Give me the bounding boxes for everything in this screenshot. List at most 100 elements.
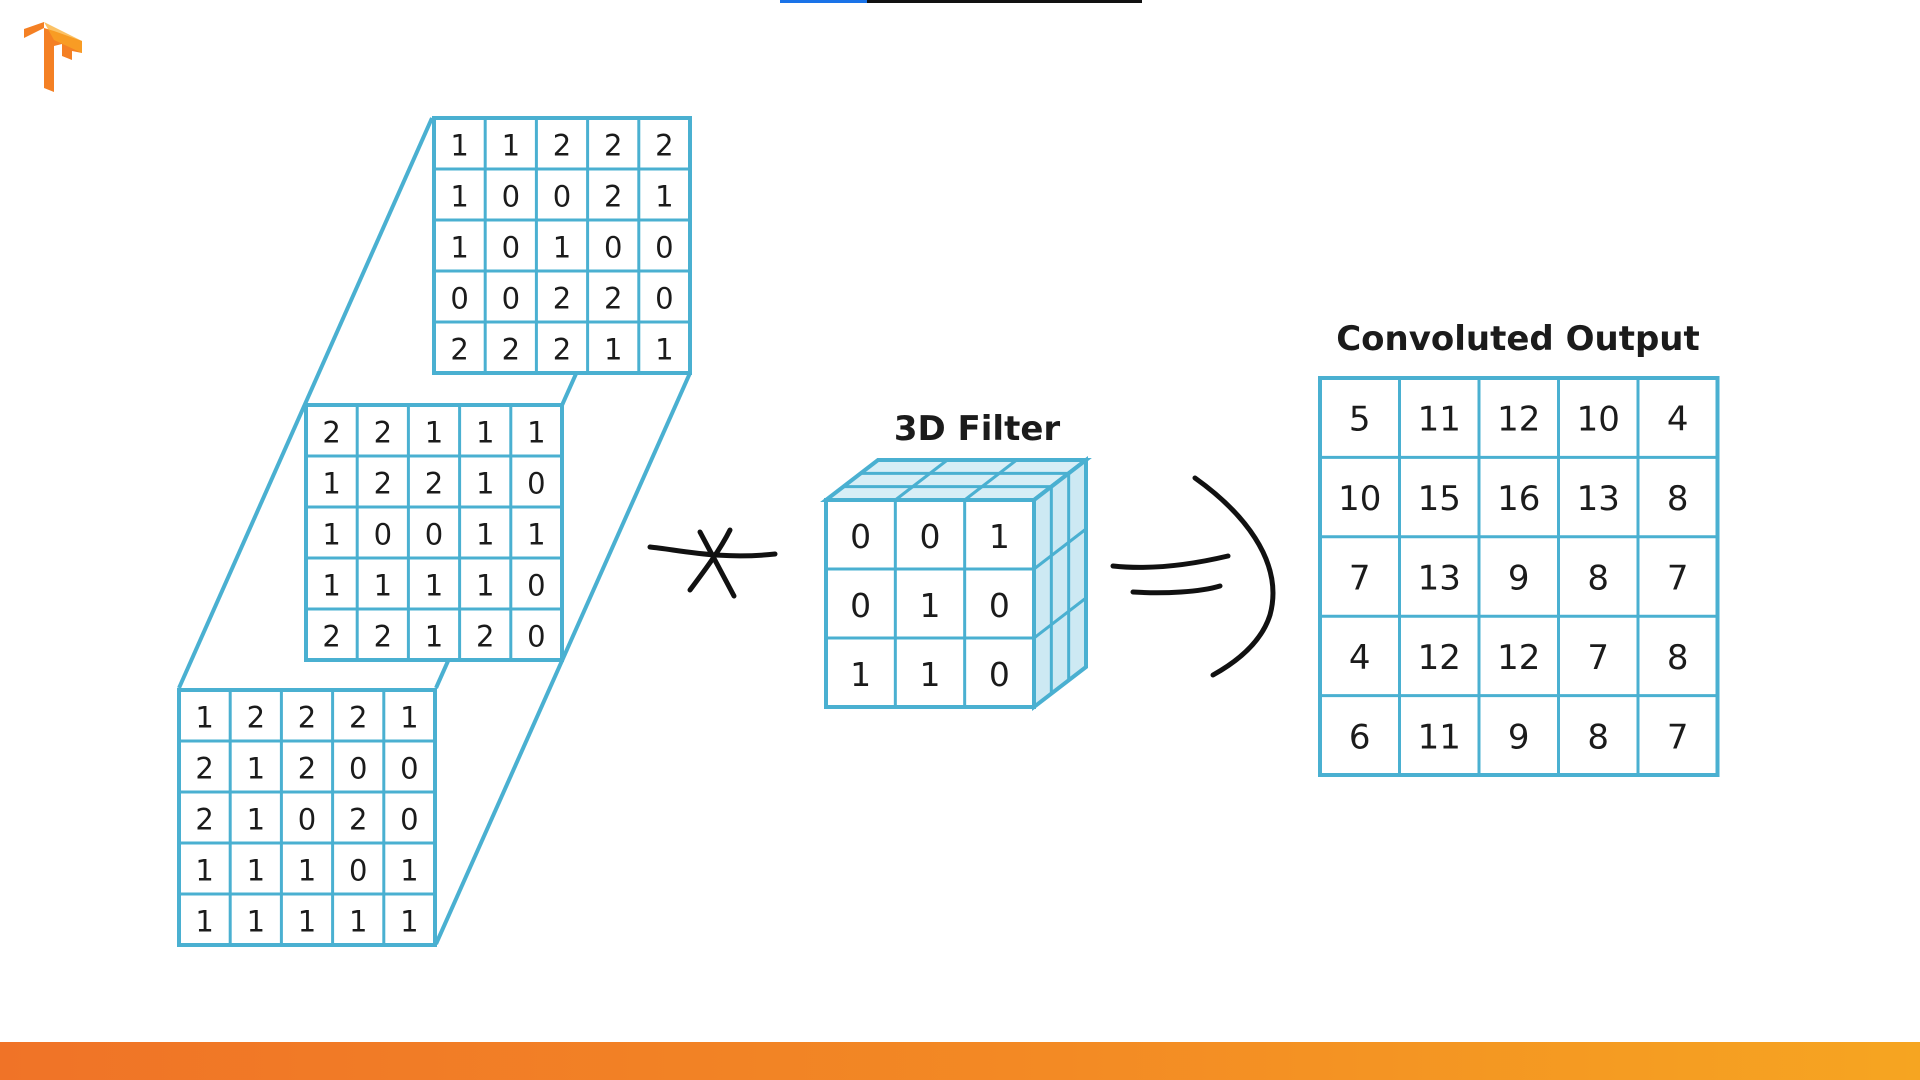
output-cell: 15	[1418, 479, 1461, 519]
filter-title: 3D Filter	[894, 409, 1061, 449]
input-back-cell: 0	[450, 282, 468, 316]
input-back-cell: 0	[655, 231, 673, 265]
input-front-cell: 1	[298, 854, 316, 888]
filter-front-cell: 0	[850, 517, 871, 556]
output-cell: 8	[1667, 638, 1689, 678]
output-cell: 8	[1587, 559, 1609, 599]
input-front-cell: 1	[195, 701, 213, 735]
input-back-cell: 0	[655, 282, 673, 316]
input-back-cell: 1	[502, 129, 520, 163]
output-cell: 6	[1349, 717, 1371, 757]
input-middle-cell: 1	[476, 569, 494, 603]
input-middle-cell: 1	[527, 416, 545, 450]
input-front-cell: 0	[349, 854, 367, 888]
filter-front-cell: 0	[989, 655, 1010, 694]
output-cell: 10	[1338, 479, 1381, 519]
input-middle-cell: 1	[476, 467, 494, 501]
filter-top-divider	[894, 458, 949, 502]
input-front-cell: 2	[298, 701, 316, 735]
input-back-cell: 0	[502, 180, 520, 214]
input-middle-cell: 2	[476, 620, 494, 654]
output-cell: 11	[1418, 400, 1461, 440]
input-back-cell: 1	[553, 231, 571, 265]
input-back-cell: 0	[502, 282, 520, 316]
output-cell: 5	[1349, 400, 1371, 440]
input-back-cell: 0	[604, 231, 622, 265]
input-back-cell: 0	[553, 180, 571, 214]
input-middle-cell: 0	[527, 467, 545, 501]
input-back-cell: 2	[604, 129, 622, 163]
input-front-cell: 0	[349, 752, 367, 786]
output-cell: 8	[1587, 717, 1609, 757]
input-middle-cell: 2	[322, 620, 340, 654]
video-progress-track[interactable]	[780, 0, 1142, 3]
input-front-cell: 1	[400, 854, 418, 888]
video-progress-fill	[780, 0, 867, 3]
input-front-cell: 2	[349, 701, 367, 735]
input-middle-cell: 2	[374, 416, 392, 450]
input-back-cell: 1	[655, 180, 673, 214]
output-cell: 4	[1667, 400, 1689, 440]
output-cell: 10	[1577, 400, 1620, 440]
filter-front-cell: 1	[920, 586, 941, 625]
filter-side-divider	[1033, 596, 1087, 640]
filter-front-cell: 1	[920, 655, 941, 694]
input-front-cell: 1	[400, 701, 418, 735]
input-middle-cell: 2	[374, 467, 392, 501]
filter-top-divider	[963, 458, 1018, 502]
output-cell: 4	[1349, 638, 1371, 678]
input-back-cell: 2	[604, 282, 622, 316]
tensorflow-logo-icon	[24, 22, 82, 92]
input-front-cell: 1	[247, 803, 265, 837]
output-cell: 13	[1418, 559, 1461, 599]
input-back-cell: 2	[553, 129, 571, 163]
filter-front-cell: 0	[850, 586, 871, 625]
input-middle-cell: 1	[527, 518, 545, 552]
input-front-cell: 1	[247, 854, 265, 888]
output-cell: 7	[1667, 717, 1689, 757]
output-cell: 7	[1349, 559, 1371, 599]
input-back-cell: 2	[553, 282, 571, 316]
input-back-cell: 1	[450, 129, 468, 163]
input-front-cell: 2	[195, 752, 213, 786]
input-back-cell: 1	[604, 333, 622, 367]
input-middle-border	[304, 403, 564, 662]
output-cell: 13	[1577, 479, 1620, 519]
input-middle-cell: 0	[527, 620, 545, 654]
output-cell: 9	[1508, 717, 1530, 757]
input-front-cell: 1	[349, 905, 367, 939]
input-back-cell: 2	[502, 333, 520, 367]
output-cell: 8	[1667, 479, 1689, 519]
input-middle-cell: 1	[425, 620, 443, 654]
input-front-cell: 1	[298, 905, 316, 939]
input-front-cell: 1	[247, 752, 265, 786]
output-cell: 7	[1667, 559, 1689, 599]
input-middle-cell: 1	[425, 416, 443, 450]
input-front-cell: 0	[400, 752, 418, 786]
output-title: Convoluted Output	[1336, 319, 1700, 359]
filter-front-cell: 0	[920, 517, 941, 556]
input-middle-cell: 0	[374, 518, 392, 552]
input-back-cell: 2	[450, 333, 468, 367]
input-back-border	[432, 116, 692, 375]
input-front-cell: 1	[195, 854, 213, 888]
input-middle-cell: 1	[374, 569, 392, 603]
bottom-brand-bar	[0, 1042, 1920, 1080]
input-middle-cell: 1	[476, 518, 494, 552]
input-middle-cell: 1	[476, 416, 494, 450]
input-back-cell: 2	[604, 180, 622, 214]
input-front-cell: 2	[298, 752, 316, 786]
input-front-cell: 2	[247, 701, 265, 735]
output-border	[1318, 376, 1720, 777]
input-middle-cell: 1	[322, 467, 340, 501]
input-front-cell: 1	[195, 905, 213, 939]
output-cell: 12	[1418, 638, 1461, 678]
equals-arrow-symbol	[1110, 475, 1276, 678]
input-back-cell: 1	[450, 180, 468, 214]
convolve-star-symbol	[647, 527, 778, 599]
filter-front-border	[824, 498, 1036, 709]
filter-side-divider	[1033, 527, 1087, 571]
